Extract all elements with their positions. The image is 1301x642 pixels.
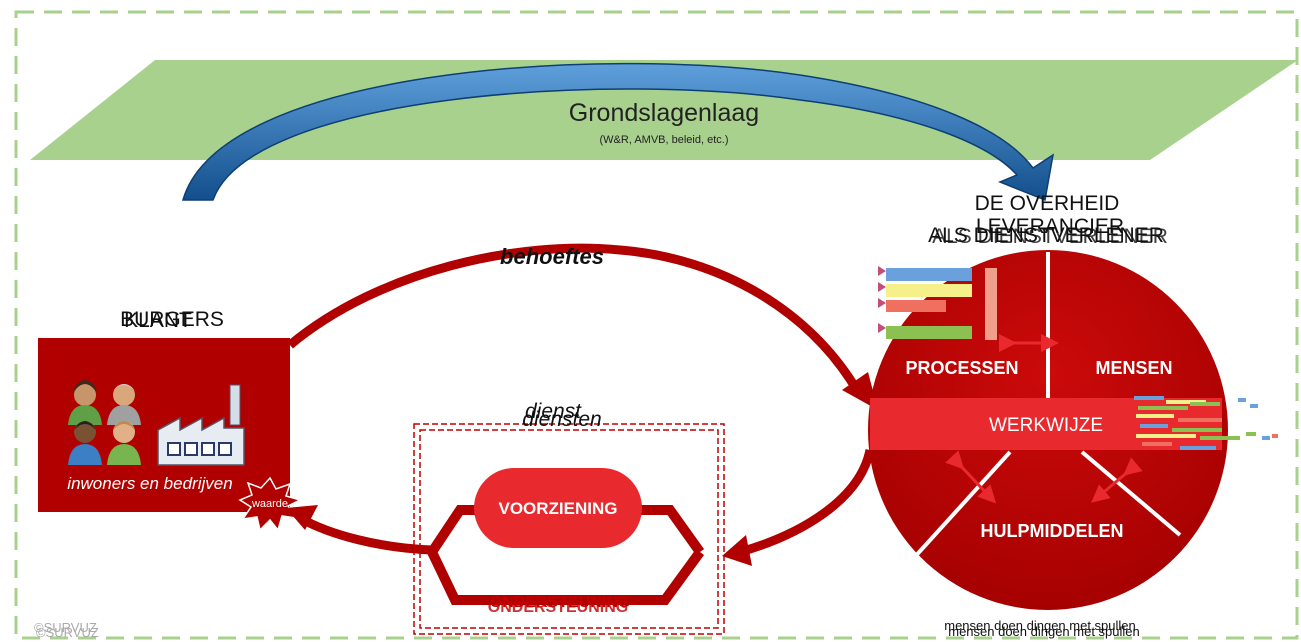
arrow-processes-tools xyxy=(945,450,997,504)
werkwijze-label: WERKWIJZE xyxy=(989,415,1103,436)
service-box-inner xyxy=(419,429,719,629)
dashed-frame xyxy=(14,10,1299,640)
value-label: waarde xyxy=(251,498,288,510)
return-arrow-left-head xyxy=(286,505,318,530)
support-label-b: ONDERSTEUNING xyxy=(488,599,628,616)
timeline-chart-icon xyxy=(1134,396,1278,450)
needs-label: behoeftes xyxy=(500,244,604,269)
segment-processes: PROCESSEN xyxy=(905,358,1018,378)
delivery-arrow xyxy=(738,448,875,557)
provision-pill xyxy=(474,468,642,548)
government-overlay-line2: ALS DIENSTVERLENER xyxy=(932,225,1168,248)
bottom-caption-a: mensen doen dingen met spullen xyxy=(944,618,1136,633)
bottom-caption-b: mensen doen dingen met spullen xyxy=(948,624,1140,639)
service-title-b: diensten xyxy=(522,408,601,431)
citizens-heading-b: KLANT xyxy=(124,309,192,332)
segment-people: MENSEN xyxy=(1095,358,1172,378)
blue-arc-arrow xyxy=(182,62,1055,202)
needs-arrow xyxy=(287,243,862,395)
government-overlay-line1: LEVERANCIER xyxy=(976,215,1124,238)
copyright-b: ©SURVUZ xyxy=(36,625,99,640)
process-flow-icon xyxy=(878,266,997,340)
segment-tools: HULPMIDDELEN xyxy=(981,521,1124,541)
arrow-people-tools xyxy=(1091,457,1143,503)
government-heading-line2: ALS DIENSTVERLENER xyxy=(928,224,1164,247)
factory-icon xyxy=(157,384,245,466)
delivery-arrow-head xyxy=(722,535,752,566)
needs-arrowhead xyxy=(842,372,878,410)
foundation-title: Grondslagenlaag xyxy=(569,99,759,127)
support-label-a: ONDERSTEUNING xyxy=(490,594,630,611)
government-heading-line1: DE OVERHEID xyxy=(975,192,1120,215)
copyright-a: ©SURVUZ xyxy=(34,620,97,635)
value-starburst xyxy=(238,476,303,532)
people-icon xyxy=(68,380,141,465)
service-track xyxy=(427,505,705,605)
citizens-caption: inwoners en bedrijven xyxy=(67,474,232,493)
foundation-subtitle: (W&R, AMVB, beleid, etc.) xyxy=(600,134,729,146)
provision-label: VOORZIENING xyxy=(498,499,617,518)
service-box-outer xyxy=(413,423,725,635)
service-title-a: dienst xyxy=(525,400,582,423)
citizens-heading-a: BURGERS xyxy=(120,308,224,331)
return-arrow-left xyxy=(297,514,433,555)
